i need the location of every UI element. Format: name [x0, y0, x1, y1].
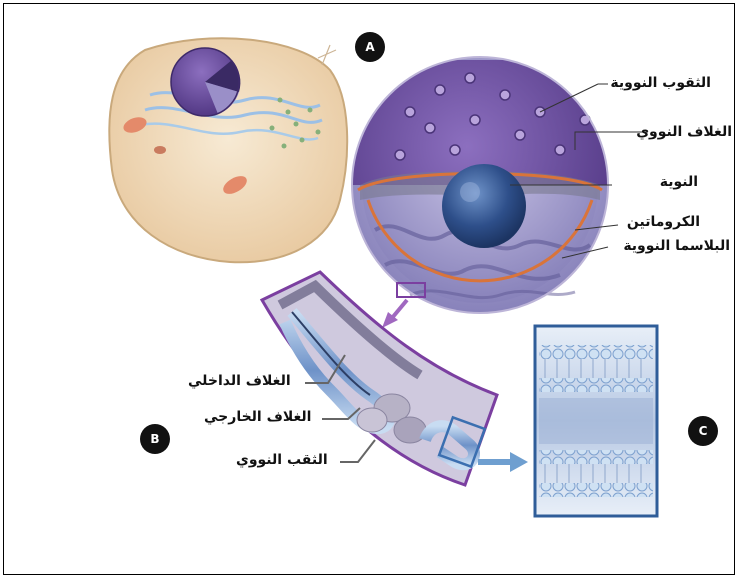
label-nuclear-pores: الثقوب النووية [610, 75, 711, 91]
badge-b: B [140, 424, 170, 454]
label-chromatin: الكروماتين [627, 214, 700, 230]
label-inner-membrane: الغلاف الداخلي [188, 373, 291, 389]
label-nuclear-envelope: الغلاف النووي [636, 124, 732, 140]
label-outer-membrane: الغلاف الخارجي [204, 409, 311, 425]
badge-c: C [688, 416, 718, 446]
label-nucleoplasm: البلاسما النووية [623, 238, 730, 254]
label-nuclear-pore: الثقب النووي [236, 452, 328, 468]
label-nucleolus: النوية [660, 174, 698, 190]
bilayer-panel [535, 326, 657, 516]
badge-a: A [355, 32, 385, 62]
cell-illustration [109, 38, 347, 262]
